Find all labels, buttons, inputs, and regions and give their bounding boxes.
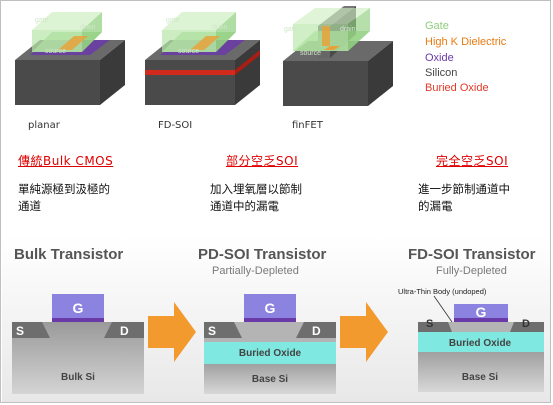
pd-soi-transistor-cross-section [204, 294, 336, 394]
fd-soi-substrate-label: Base Si [461, 372, 499, 383]
heading-bulk-cmos: 傳統Bulk CMOS [18, 154, 114, 168]
arrow-right-icon [148, 302, 196, 362]
finfet-caption: finFET [292, 120, 323, 131]
pd-soi-source-label: S [208, 324, 217, 338]
planar-source-tag: source [45, 48, 67, 55]
desc-pd-soi: 加入埋氧層以節制 通道中的漏電 [210, 182, 302, 213]
pd-soi-gate-label: G [264, 300, 276, 316]
title-pd-soi-transistor: PD-SOI Transistor [198, 246, 327, 263]
fdsoi-source-tag: source [178, 48, 200, 55]
legend-silicon: Silicon [425, 67, 458, 79]
fd-soi-box-label: Buried Oxide [448, 338, 512, 349]
bulk-drain-label: D [120, 324, 129, 338]
subtitle-pd-soi: Partially-Depleted [212, 265, 299, 277]
finfet-gate-tag: gate [284, 26, 298, 33]
subtitle-fd-soi: Fully-Depleted [436, 265, 507, 277]
desc-bulk-cmos: 單純源極到汲極的 通道 [18, 182, 110, 213]
finfet-device-illustration [283, 6, 393, 106]
desc-fd-soi: 進一步節制通道中 的漏電 [418, 182, 510, 213]
title-bulk-transistor: Bulk Transistor [14, 246, 124, 263]
heading-fd-soi: 完全空乏SOI [436, 154, 509, 168]
pd-soi-box-label: Buried Oxide [238, 348, 302, 359]
heading-pd-soi: 部分空乏SOI [226, 154, 299, 168]
bulk-gate-label: G [72, 300, 84, 316]
legend-high-k: High K Dielectric [425, 36, 507, 48]
bulk-substrate-label: Bulk Si [61, 372, 95, 383]
pd-soi-drain-label: D [312, 324, 321, 338]
bulk-transistor-cross-section [12, 294, 144, 394]
legend-oxide: Oxide [425, 52, 454, 64]
fdsoi-device-illustration [145, 12, 260, 105]
fd-soi-source-label: S [426, 318, 434, 330]
planar-caption: planar [28, 120, 60, 131]
bulk-source-label: S [16, 324, 25, 338]
planar-drain-tag: drain [80, 24, 96, 31]
fdsoi-drain-tag: drain [212, 24, 228, 31]
fdsoi-caption: FD-SOI [158, 120, 193, 131]
pd-soi-substrate-label: Base Si [251, 374, 289, 385]
legend-gate: Gate [425, 20, 449, 32]
fd-soi-transistor-cross-section [418, 295, 544, 392]
legend-buried-oxide: Buried Oxide [425, 82, 489, 94]
ultra-thin-body-callout: Ultra-Thin Body (undoped) [398, 287, 487, 296]
finfet-source-tag: source [300, 50, 322, 57]
planar-device-illustration [15, 12, 125, 105]
planar-gate-tag: gate [35, 17, 49, 24]
fdsoi-gate-tag: gate [166, 17, 180, 24]
title-fd-soi-transistor: FD-SOI Transistor [408, 246, 536, 263]
fd-soi-drain-label: D [522, 318, 530, 330]
fd-soi-gate-label: G [475, 304, 487, 320]
arrow-right-icon [340, 302, 388, 362]
finfet-drain-tag: drain [340, 26, 356, 33]
